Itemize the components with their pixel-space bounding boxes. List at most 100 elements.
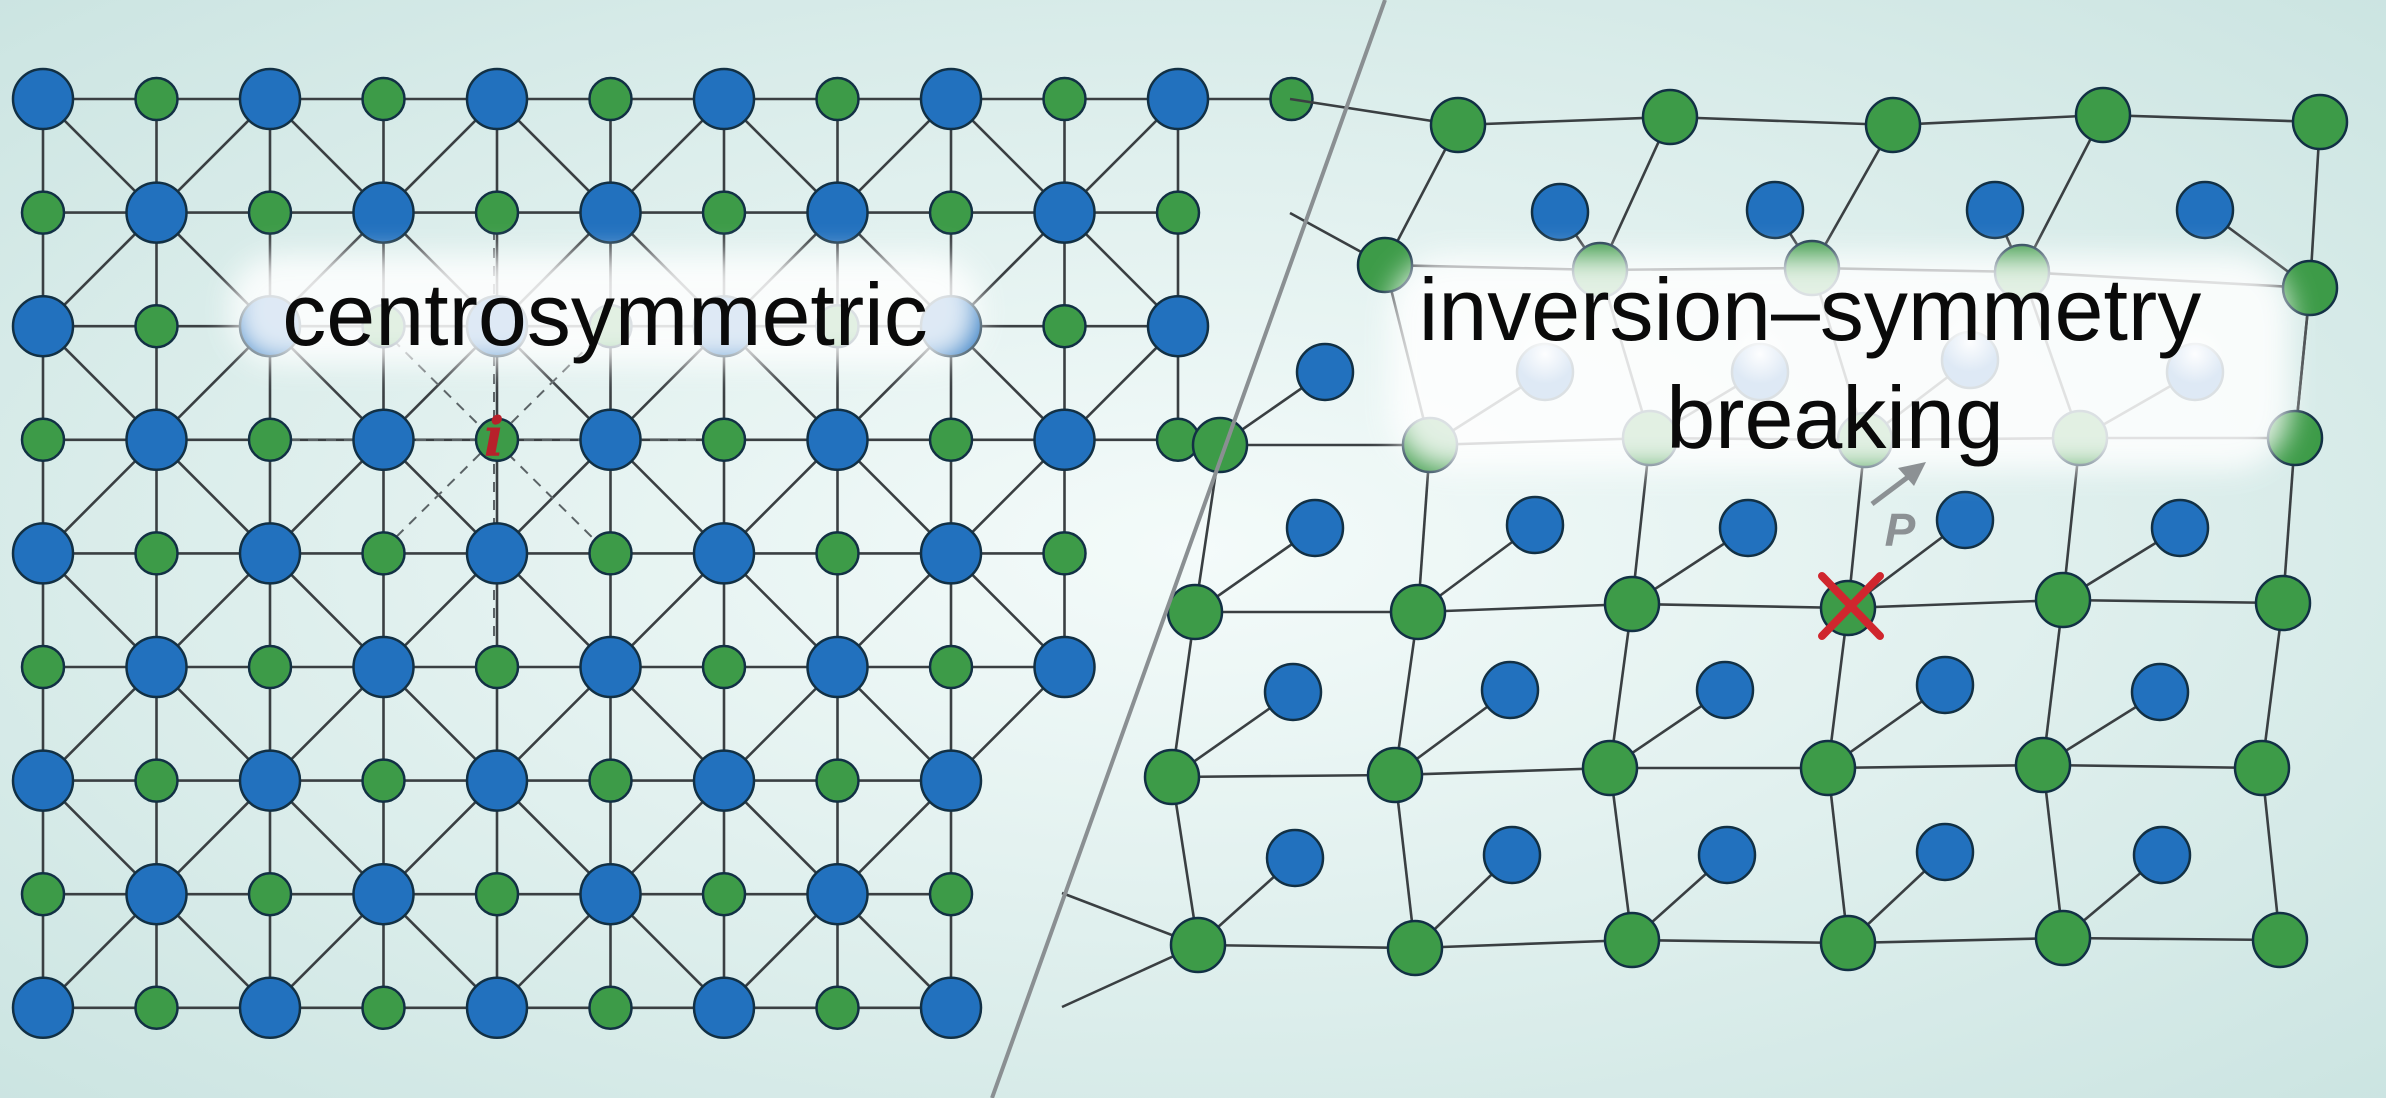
blue-atom	[1295, 342, 1355, 402]
green-atom	[134, 303, 179, 349]
green-atom	[588, 76, 633, 122]
bond	[2020, 114, 2105, 273]
green-atom	[247, 190, 293, 235]
blue-atom	[919, 749, 983, 812]
blue-atom	[806, 408, 869, 472]
divider-line	[990, 0, 1387, 1098]
blue-atom	[1935, 490, 1995, 550]
green-atom	[1429, 96, 1487, 154]
blue-atom	[465, 749, 529, 812]
green-atom	[2014, 736, 2072, 794]
faded-atoms-under-title	[1515, 312, 2225, 384]
green-atom	[247, 417, 293, 463]
green-atom	[928, 417, 974, 463]
blue-atom	[1530, 182, 1590, 242]
bond	[1892, 113, 2104, 127]
right-title-line2: breaking	[1666, 368, 2004, 467]
green-atom	[134, 758, 179, 803]
green-atom	[1042, 303, 1087, 349]
blue-atom	[2130, 662, 2190, 722]
bond	[1631, 602, 1849, 610]
bond	[1393, 774, 1417, 949]
green-atom	[2291, 93, 2349, 151]
bond	[1414, 938, 1633, 950]
bond	[2062, 936, 2281, 942]
blue-atom	[238, 67, 302, 131]
blue-atom	[352, 862, 415, 926]
green-atom	[134, 531, 179, 576]
vacancy-cross-icon	[1818, 572, 1884, 640]
fade-mask	[2165, 324, 2225, 384]
inversion-center-label: i	[484, 405, 505, 469]
blue-atom	[579, 408, 642, 472]
blue-atom	[1505, 495, 1565, 555]
bond	[1631, 938, 1849, 945]
blue-atom	[919, 522, 983, 585]
blue-atom	[1915, 655, 1975, 715]
blue-atom	[465, 67, 529, 131]
green-atom	[588, 531, 633, 576]
green-atom	[474, 644, 520, 690]
green-atom	[2034, 909, 2092, 967]
blue-atom	[1265, 828, 1325, 888]
green-atom	[20, 644, 66, 690]
blue-atom	[125, 862, 188, 926]
green-atom	[701, 871, 747, 917]
polarization-label: P	[1885, 504, 1916, 556]
blue-atom	[11, 522, 75, 585]
blue-atom	[806, 862, 869, 926]
green-atom	[2251, 911, 2309, 969]
green-atom	[815, 531, 860, 576]
blue-atom	[2175, 180, 2235, 240]
blue-atom	[1263, 662, 1323, 722]
blue-atom	[1965, 180, 2025, 240]
green-atom	[1166, 583, 1224, 641]
blue-atom	[1480, 660, 1540, 720]
right-title-line1: inversion–symmetry	[1419, 260, 2201, 359]
green-atom	[247, 871, 293, 917]
blue-atom	[1695, 660, 1755, 720]
green-atom	[928, 871, 974, 917]
green-atom	[474, 417, 520, 463]
green-atom	[1799, 739, 1857, 797]
blue-atom	[919, 976, 983, 1040]
green-atom	[474, 190, 520, 235]
blue-atom	[11, 67, 75, 131]
green-atom	[701, 644, 747, 690]
green-atom	[2233, 739, 2291, 797]
bond	[1289, 97, 1459, 127]
green-atom	[1386, 919, 1444, 977]
blue-atom	[692, 749, 756, 812]
blue-atom	[806, 181, 869, 244]
blue-atom	[2150, 498, 2210, 558]
bond	[1171, 773, 1396, 779]
bond	[1417, 602, 1633, 614]
blue-atom	[579, 862, 642, 926]
green-atom	[361, 531, 406, 576]
bond	[1197, 943, 1416, 950]
green-atom	[1603, 575, 1661, 633]
green-atom	[20, 190, 66, 235]
blue-atom	[465, 976, 529, 1040]
green-atom	[247, 644, 293, 690]
green-atom	[588, 985, 633, 1031]
blue-atom	[806, 635, 869, 699]
green-atom	[1155, 190, 1201, 235]
green-atom	[134, 76, 179, 122]
polarization-indicator: P	[1870, 462, 1926, 556]
green-atom	[1143, 748, 1201, 806]
green-atom	[361, 76, 406, 122]
blue-atom	[125, 181, 188, 244]
blue-atom	[238, 749, 302, 812]
green-atom	[134, 985, 179, 1031]
green-atom	[815, 985, 860, 1031]
blue-atom	[579, 181, 642, 244]
blue-atom	[1745, 180, 1805, 240]
blue-atom	[238, 976, 302, 1040]
blue-atom	[352, 408, 415, 472]
bond	[1457, 115, 1671, 127]
blue-atom	[11, 294, 75, 358]
blue-atom	[919, 67, 983, 131]
